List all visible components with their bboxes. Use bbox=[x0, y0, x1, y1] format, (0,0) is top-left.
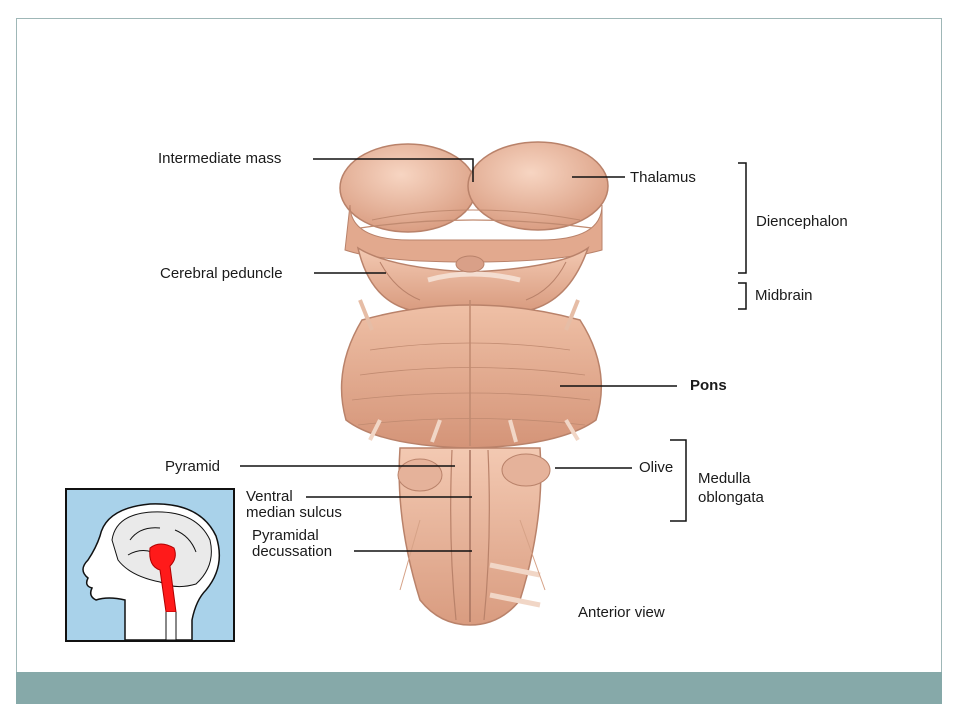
label-anterior-view: Anterior view bbox=[578, 604, 665, 621]
pons-shape bbox=[340, 299, 603, 449]
footer-bar bbox=[16, 672, 942, 704]
label-thalamus: Thalamus bbox=[630, 169, 696, 186]
leader-lines bbox=[240, 158, 677, 552]
label-cerebral-peduncle: Cerebral peduncle bbox=[160, 265, 283, 282]
thalamus-shape bbox=[339, 141, 609, 263]
label-olive: Olive bbox=[639, 459, 674, 476]
label-diencephalon: Diencephalon bbox=[756, 213, 848, 230]
label-intermediate-mass: Intermediate mass bbox=[158, 150, 282, 167]
label-pyramidal-decussation: Pyramidal decussation bbox=[252, 527, 333, 560]
region-brackets bbox=[670, 162, 747, 522]
midbrain-shape bbox=[356, 246, 590, 311]
label-midbrain: Midbrain bbox=[755, 287, 813, 304]
label-pons: Pons bbox=[690, 377, 727, 394]
label-pyramid: Pyramid bbox=[165, 458, 221, 475]
label-ventral-median-sulcus: Ventral median sulcus bbox=[246, 488, 342, 521]
inset-head-diagram bbox=[65, 488, 235, 642]
label-medulla-oblongata: Medulla oblongata bbox=[698, 470, 764, 506]
medulla-shape bbox=[397, 447, 551, 626]
